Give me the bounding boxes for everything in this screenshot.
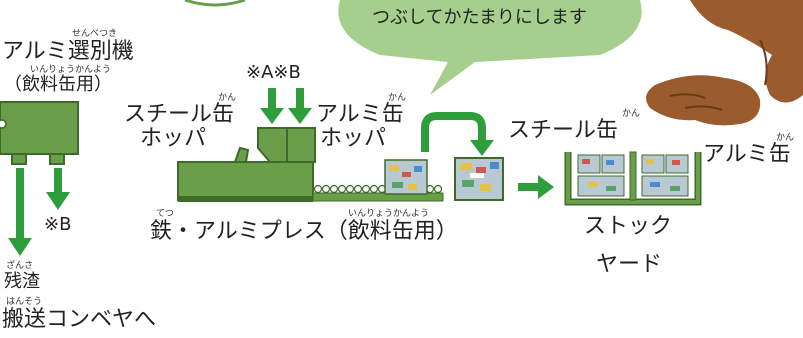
alu-hopper-ruby: かん	[388, 93, 407, 103]
to-stock-arrow	[518, 175, 554, 199]
crushed-block	[454, 157, 504, 201]
stock-alu-ruby: かん	[776, 133, 795, 143]
steel-hopper-ruby: かん	[218, 93, 237, 103]
conveyor-ruby: はんそう	[6, 297, 43, 307]
conveyor-roller	[313, 184, 323, 194]
separator-ruby: せんべつき	[72, 29, 118, 39]
conveyor-roller	[329, 184, 339, 194]
conveyor-roller	[361, 184, 371, 194]
stock-steel-ruby: かん	[622, 109, 641, 119]
stock-yard-bins	[564, 151, 702, 206]
residue-ruby: ざんさ	[6, 261, 34, 271]
separator-b-marker: ※B	[44, 214, 72, 235]
input-arrow-b	[288, 88, 312, 124]
crushed-flow-arrowhead	[470, 140, 494, 156]
conveyor-roller	[345, 184, 355, 194]
crushed-cans-pile	[384, 159, 428, 195]
residue-label: 残渣	[4, 271, 40, 292]
hopper-unit	[257, 127, 316, 163]
steel-hopper-label-2: ホッパ	[140, 126, 207, 151]
aluminium-separator-machine	[0, 101, 79, 165]
conveyor-roller	[321, 184, 331, 194]
conveyor-roller	[337, 184, 347, 194]
press-ruby-1: てつ	[156, 209, 174, 219]
press-label: 鉄・アルミプレス（飲料缶用）	[150, 219, 458, 244]
mascot-character	[646, 0, 803, 126]
stock-steel-label: スチール缶	[508, 118, 619, 143]
steel-hopper-label: スチール缶	[124, 102, 235, 127]
conveyor-label: 搬送コンベヤへ	[2, 307, 157, 332]
stock-yard-label: ストック	[584, 214, 673, 239]
bubble-text: つぶしてかたまりにします	[372, 7, 587, 28]
residue-arrow	[8, 168, 32, 256]
input-arrow-a	[260, 88, 284, 124]
conveyor-roller	[433, 184, 443, 194]
stock-alu-label: アルミ缶	[703, 142, 791, 167]
crushed-flow-arrow	[421, 112, 486, 152]
conveyor-roller	[369, 184, 379, 194]
separator-ruby-2: いんりょうかんよう	[30, 65, 112, 75]
alu-hopper-label: アルミ缶	[316, 102, 404, 127]
separator-subtitle: （飲料缶用）	[4, 74, 112, 95]
alu-hopper-label-2: ホッパ	[320, 126, 387, 151]
conveyor-belt	[312, 192, 444, 202]
decorative-curve	[184, 0, 246, 7]
stock-yard-label-2: ヤード	[596, 252, 663, 277]
press-ruby-2: いんりょうかんよう	[348, 209, 430, 219]
press-machine	[177, 146, 314, 202]
conveyor-roller	[353, 184, 363, 194]
speech-bubble	[338, 0, 642, 95]
separator-title: アルミ選別機	[2, 39, 134, 64]
input-labels: ※A※B	[246, 62, 301, 83]
separator-b-arrow	[46, 168, 70, 210]
